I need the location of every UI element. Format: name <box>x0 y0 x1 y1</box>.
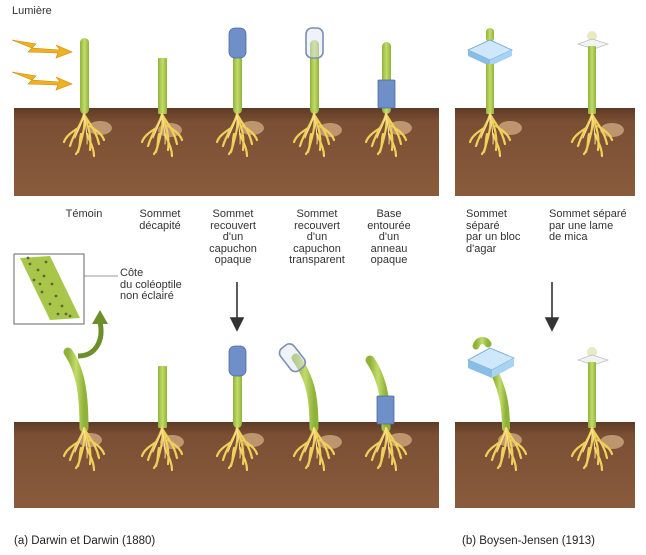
label-line: d'un <box>280 232 354 244</box>
label-transparent-cap: Sommet recouvert d'un capuchon transpare… <box>280 209 354 267</box>
inset-label: Côte du coléoptile non éclairé <box>120 268 220 303</box>
caption-panel-a: (a) Darwin et Darwin (1880) <box>14 536 155 548</box>
down-arrows <box>231 282 558 330</box>
label-line: de mica <box>549 232 643 244</box>
label-line: Sommet <box>128 209 192 221</box>
label-line: non éclairé <box>120 291 220 303</box>
label-control: Témoin <box>58 209 110 221</box>
label-line: Sommet <box>200 209 266 221</box>
label-mica: Sommet séparé par une lame de mica <box>549 209 643 244</box>
label-line: décapité <box>128 221 192 233</box>
label-line: transparent <box>280 255 354 267</box>
label-line: Côte <box>120 268 220 280</box>
light-label: Lumière <box>12 6 52 18</box>
soil-bed-b-bottom <box>455 422 635 508</box>
label-line: d'un <box>200 232 266 244</box>
caption-panel-b: (b) Boysen-Jensen (1913) <box>462 536 595 548</box>
label-line: Base <box>360 209 418 221</box>
soil-bed-b-top <box>455 108 635 196</box>
label-line: Témoin <box>58 209 110 221</box>
label-line: d'agar <box>466 244 546 256</box>
label-opaque-cap: Sommet recouvert d'un capuchon opaque <box>200 209 266 267</box>
light-arrows <box>12 40 72 90</box>
label-line: opaque <box>360 255 418 267</box>
label-line: Sommet séparé <box>549 209 643 221</box>
label-agar: Sommet séparé par un bloc d'agar <box>466 209 546 255</box>
coleoptile-inset <box>14 254 118 356</box>
label-line: Sommet <box>466 209 546 221</box>
label-line: par un bloc <box>466 232 546 244</box>
label-decapitated: Sommet décapité <box>128 209 192 232</box>
label-line: opaque <box>200 255 266 267</box>
label-opaque-ring: Base entourée d'un anneau opaque <box>360 209 418 267</box>
label-line: d'un <box>360 232 418 244</box>
label-line: Sommet <box>280 209 354 221</box>
